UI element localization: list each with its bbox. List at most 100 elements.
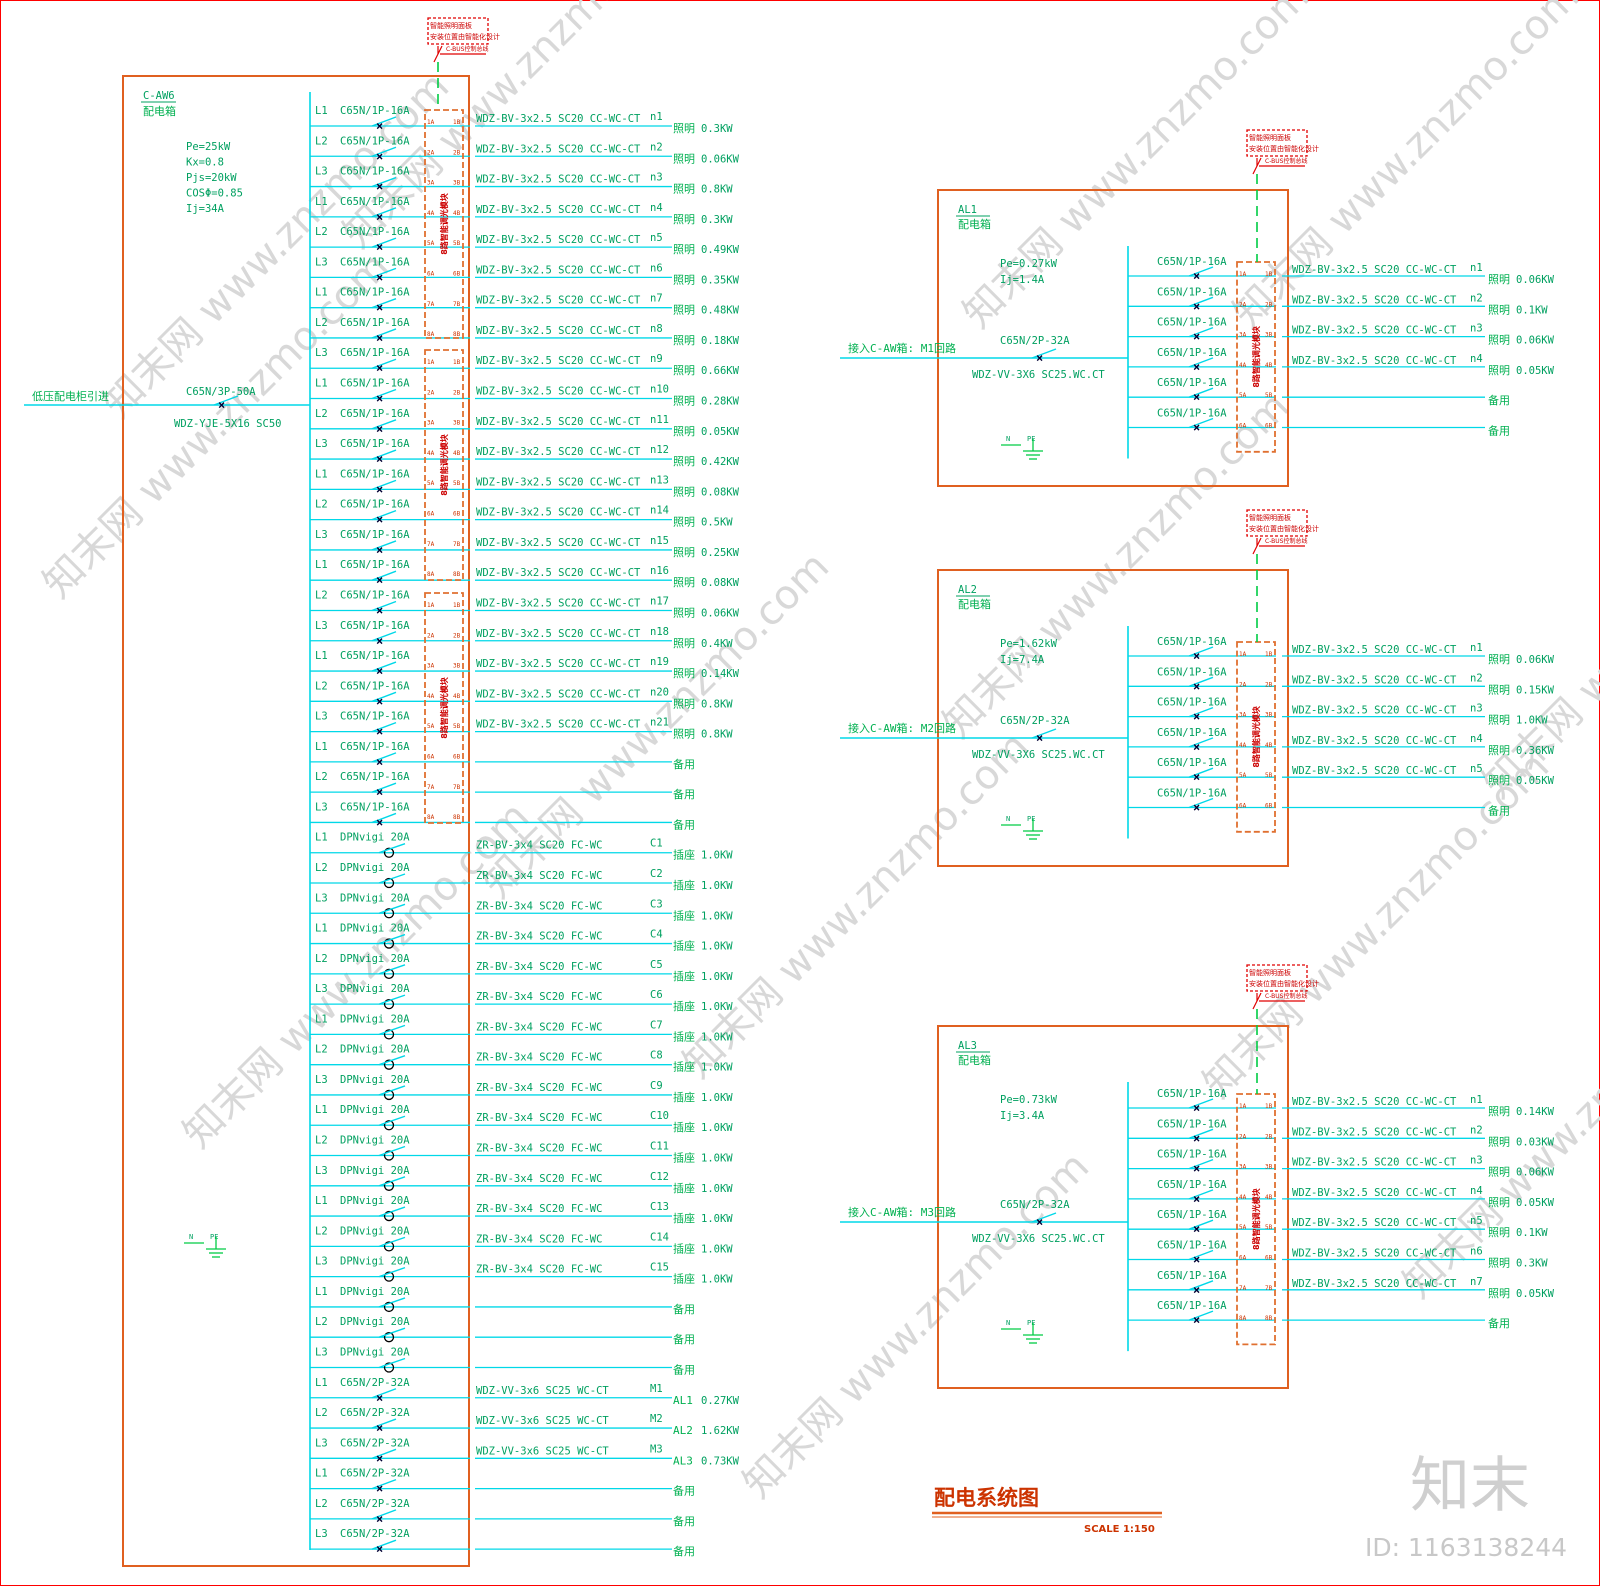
circuit-use: 照明 xyxy=(1488,1166,1510,1179)
phase-label: L1 xyxy=(315,196,328,208)
breaker-label: C65N/1P-16A xyxy=(1157,377,1227,389)
panel-note: 智能照明面板 xyxy=(1249,513,1291,522)
breaker-label: C65N/1P-16A xyxy=(340,256,410,268)
circuit-load: 0.03KW xyxy=(1516,1136,1555,1148)
module-port-label: 6A xyxy=(427,511,435,518)
svg-text:×: × xyxy=(376,573,383,587)
breaker-label: DPNvigi 20A xyxy=(340,832,410,844)
breaker-label: DPNvigi 20A xyxy=(340,1104,410,1116)
svg-text:×: × xyxy=(376,513,383,527)
circuit-id: n18 xyxy=(650,626,669,638)
circuit-id: n3 xyxy=(1470,1155,1483,1167)
module-port-label: 2A xyxy=(427,632,435,639)
rcd-breaker-symbol xyxy=(378,964,406,979)
breaker-symbol: × xyxy=(371,237,397,254)
circuit-id: C15 xyxy=(650,1262,669,1274)
breaker-symbol: × xyxy=(371,1448,397,1465)
panel-parameter: Ij=3.4A xyxy=(1000,1110,1045,1122)
svg-text:×: × xyxy=(376,331,383,345)
breaker-symbol: × xyxy=(1188,797,1214,815)
breaker-label: C65N/1P-16A xyxy=(340,741,410,753)
phase-label: L1 xyxy=(315,1195,328,1207)
cable-label: WDZ-BV-3x2.5 SC20 CC-WC-CT xyxy=(476,567,641,579)
svg-text:×: × xyxy=(376,543,383,557)
phase-label: L2 xyxy=(315,1407,328,1419)
breaker-label: C65N/1P-16A xyxy=(1157,1270,1227,1282)
circuit-use: 备用 xyxy=(1488,804,1510,818)
circuit-id: n5 xyxy=(650,232,663,244)
panel-parameter: Pe=0.27kW xyxy=(1000,258,1058,270)
svg-text:×: × xyxy=(1193,1283,1200,1297)
breaker-symbol: × xyxy=(1188,1128,1214,1145)
circuit-load: 0.27KW xyxy=(701,1395,740,1407)
module-port-label: 4B xyxy=(453,210,461,217)
incoming-cable-label: WDZ-VV-3X6 SC25.WC.CT xyxy=(972,749,1105,761)
module-port-label: 6B xyxy=(453,754,461,761)
module-port-label: 1B xyxy=(1265,271,1273,278)
circuit-use: 照明 xyxy=(673,485,695,498)
breaker-symbol: × xyxy=(1188,296,1214,313)
panel-subtitle: 配电箱 xyxy=(143,104,176,118)
breaker-symbol: × xyxy=(371,600,397,617)
breaker-label: C65N/2P-32A xyxy=(340,1498,410,1510)
circuit-load: 0.1KW xyxy=(1516,304,1548,316)
module-port-label: 4A xyxy=(1239,362,1247,369)
breaker-symbol: × xyxy=(1188,737,1214,754)
panel-parameter: Pe=0.73kW xyxy=(1000,1094,1058,1106)
circuit-id: n2 xyxy=(1470,292,1483,304)
breaker-symbol: × xyxy=(371,419,397,436)
rcd-breaker-symbol xyxy=(378,1085,406,1101)
svg-text:N: N xyxy=(1006,815,1010,823)
rcd-breaker-symbol xyxy=(378,1266,406,1282)
module-port-label: 1A xyxy=(427,359,435,366)
circuit-use: 照明 xyxy=(673,576,695,589)
panel-subtitle: 配电箱 xyxy=(958,597,991,611)
cable-label: WDZ-BV-3x2.5 SC20 CC-WC-CT xyxy=(476,295,641,307)
cable-label: WDZ-BV-3x2.5 SC20 CC-WC-CT xyxy=(476,446,641,458)
svg-text:×: × xyxy=(376,149,383,163)
rcd-breaker-symbol xyxy=(378,1115,406,1131)
svg-text:×: × xyxy=(1193,1192,1200,1206)
breaker-label: DPNvigi 20A xyxy=(340,1346,410,1358)
module-port-label: 3A xyxy=(1239,332,1247,339)
breaker-label: C65N/1P-16A xyxy=(1157,1179,1227,1191)
bus-label: C-BUS控制总线 xyxy=(446,45,488,53)
panel-parameter: Ij=7.4A xyxy=(1000,654,1045,666)
circuit-id: n1 xyxy=(1470,642,1483,654)
incoming-label: 接入C-AW箱: M2回路 xyxy=(848,721,956,735)
circuit-load: 0.15KW xyxy=(1516,684,1555,696)
phase-label: L3 xyxy=(315,256,328,268)
circuit-use: 插座 xyxy=(673,1181,695,1195)
circuit-load: 1.0KW xyxy=(701,910,733,922)
breaker-label: C65N/1P-16A xyxy=(1157,347,1227,359)
module-port-label: 5A xyxy=(1239,772,1247,779)
circuit-id: n9 xyxy=(650,353,663,365)
circuit-use: 照明 xyxy=(1488,683,1510,696)
svg-text:×: × xyxy=(376,452,383,466)
panel-note: 安装位置由智能化设计 xyxy=(1249,144,1319,153)
breaker-symbol: × xyxy=(1188,676,1214,693)
circuit-use: 插座 xyxy=(673,1029,695,1043)
svg-text:×: × xyxy=(1193,1313,1200,1327)
sub-circuit-row: C65N/1P-16A×备用 xyxy=(1128,408,1510,438)
svg-text:×: × xyxy=(376,815,383,829)
breaker-label: C65N/2P-32A xyxy=(340,1407,410,1419)
circuit-use: 照明 xyxy=(673,455,695,468)
breaker-label: C65N/1P-16A xyxy=(340,317,410,329)
module-port-label: 6B xyxy=(453,511,461,518)
circuit-id: C12 xyxy=(650,1171,669,1183)
svg-text:×: × xyxy=(376,422,383,436)
svg-text:×: × xyxy=(1193,330,1200,344)
